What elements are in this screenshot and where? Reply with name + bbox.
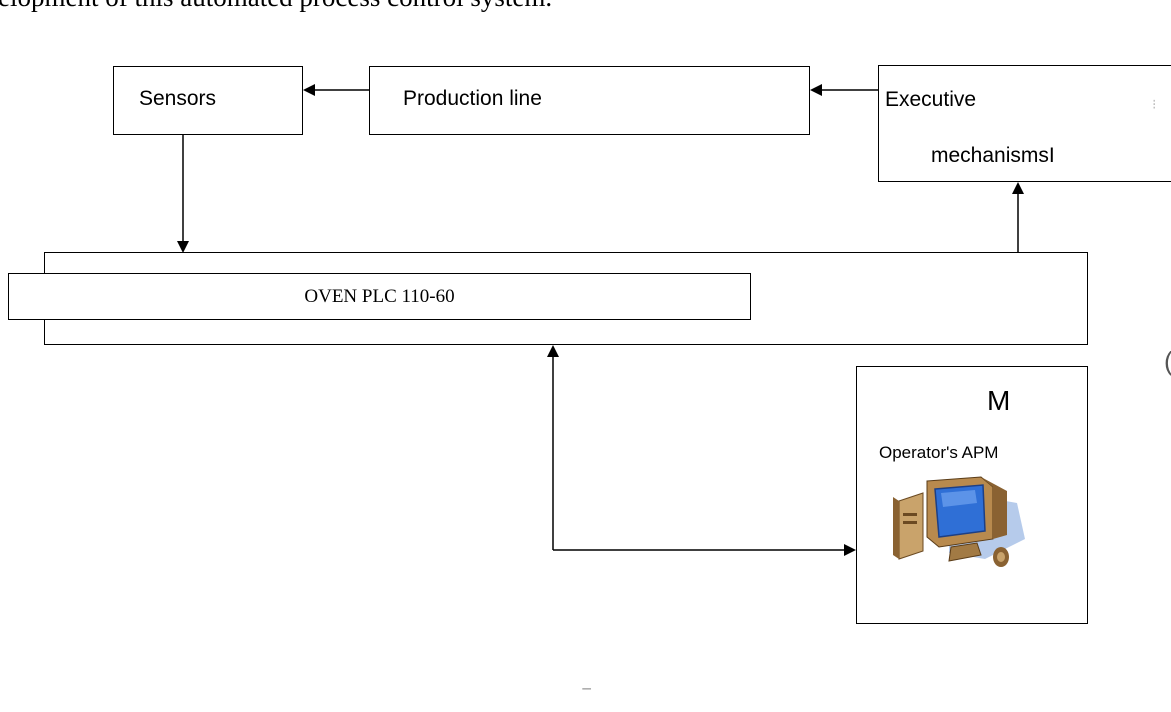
executive-mechanisms-box: Executive mechanismsI ⁝ (878, 65, 1171, 182)
executive-label-mark: I (1048, 144, 1055, 167)
operator-apm-box: M Operator's APM (856, 366, 1088, 624)
sensors-box: Sensors (113, 66, 303, 135)
executive-label-word: mechanisms (931, 144, 1049, 167)
caption-fragment: elopment of this automated process contr… (0, 0, 552, 13)
operator-apm-label: Operator's APM (879, 443, 999, 462)
plc-label-box: OVEN PLC 110-60 (8, 273, 751, 320)
computer-workstation-icon (893, 476, 1025, 567)
apm-letter: M (987, 385, 1011, 416)
production-line-box: Production line (369, 66, 810, 135)
stray-bracket-mark: ( (1164, 346, 1171, 377)
stray-mark-icon: ⁝ (1152, 96, 1157, 112)
sensors-label: Sensors (139, 87, 217, 110)
executive-label-line2: mechanismsI (931, 144, 1055, 168)
production-line-label: Production line (403, 87, 542, 110)
executive-label-line1: Executive (885, 88, 977, 111)
stray-dash-mark: ‾ (583, 686, 591, 711)
plc-label: OVEN PLC 110-60 (304, 286, 455, 307)
